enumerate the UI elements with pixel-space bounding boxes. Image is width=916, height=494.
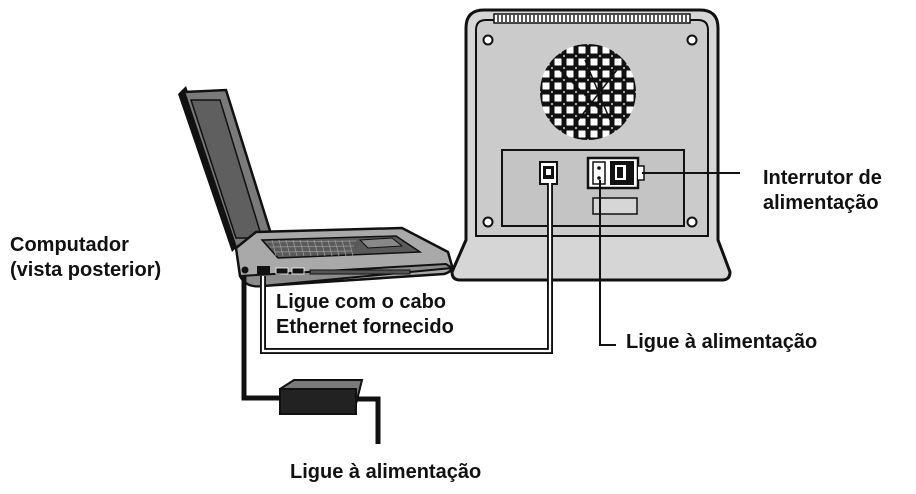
computer-label: Computador (vista posterior)	[10, 233, 161, 283]
ethernet-label-line2: Ethernet fornecido	[276, 316, 454, 338]
fan-grille	[540, 44, 636, 140]
computer-label-line1: Computador	[10, 234, 129, 256]
device-power-leader	[599, 180, 616, 346]
laptop-power-jack	[241, 266, 249, 274]
usb-port	[275, 267, 289, 275]
label-plate	[592, 197, 638, 215]
power-switch-label: Interrutor de alimentação	[763, 166, 882, 216]
laptop-ethernet-port	[257, 266, 270, 275]
ethernet-label-line1: Ligue com o cabo	[276, 291, 447, 313]
ethernet-label: Ligue com o cabo Ethernet fornecido	[276, 290, 454, 340]
power-switch-label-line1: Interrutor de	[763, 167, 882, 189]
screw-icon	[482, 216, 494, 228]
adapter-mains-cable	[356, 396, 381, 444]
laptop-power-label: Ligue à alimentação	[290, 461, 482, 483]
screw-icon	[686, 34, 698, 46]
laptop	[178, 86, 455, 288]
power-socket-switch	[586, 156, 645, 190]
usb-port	[291, 267, 305, 275]
storage-device-rear	[450, 8, 732, 282]
ethernet-cable	[260, 183, 553, 354]
cables	[241, 172, 740, 444]
optical-drive	[309, 269, 411, 275]
computer-label-line2: (vista posterior)	[10, 259, 162, 281]
laptop-power-cable	[241, 276, 280, 401]
ethernet-port	[539, 161, 558, 185]
power-adapter	[279, 379, 364, 415]
touchpad	[358, 237, 404, 249]
top-vent-grille	[493, 13, 691, 24]
screw-icon	[482, 34, 494, 46]
device-power-label: Ligue à alimentação	[626, 331, 818, 353]
screw-icon	[686, 216, 698, 228]
power-switch-label-line2: alimentação	[763, 192, 879, 214]
